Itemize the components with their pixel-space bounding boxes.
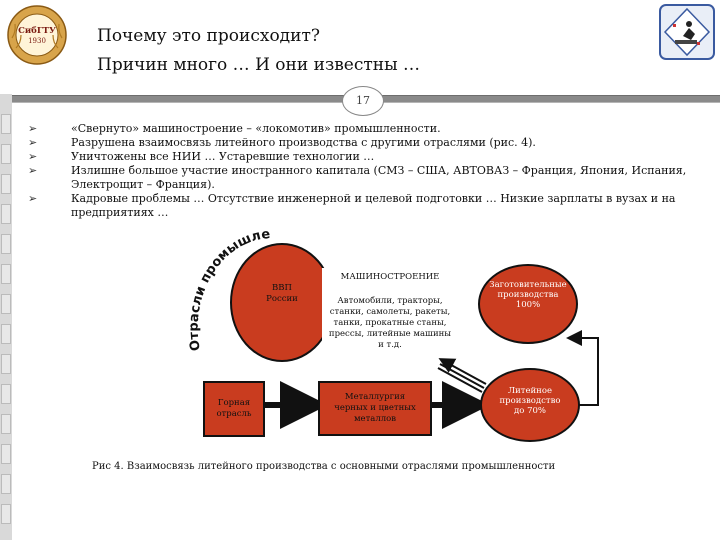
- blank-production-label: производства: [497, 290, 559, 300]
- gdp-label: ВВП: [272, 283, 292, 293]
- machine-list-line: станки, самолеты, ракеты,: [329, 307, 451, 317]
- metallurgy-label: металлов: [353, 414, 397, 424]
- foundry-label: производство: [499, 396, 561, 406]
- bullet-item: ➢ Излишне большое участие иностранного к…: [18, 164, 708, 192]
- bullet-list: ➢ «Свернуто» машиностроение – «локомотив…: [18, 122, 708, 220]
- machine-building-title: МАШИНОСТРОЕНИЕ: [340, 272, 440, 282]
- slide-number: 17: [342, 86, 384, 116]
- foundry-production-node: Литейное производство до 70%: [480, 368, 580, 442]
- gdp-russia-node: ВВП России: [230, 243, 334, 362]
- mining-industry-node: Горная отрасль: [203, 381, 265, 437]
- bullet-text: Разрушена взаимосвязь литейного производ…: [71, 136, 536, 149]
- strip-cell: [1, 174, 11, 194]
- bullet-item: ➢ Кадровые проблемы … Отсутствие инженер…: [18, 192, 708, 220]
- strip-cell: [1, 264, 11, 284]
- strip-cell: [1, 204, 11, 224]
- left-decorative-strip: [0, 94, 12, 540]
- arrow-foundry-to-machine: [437, 367, 483, 393]
- slide-title-line1: Почему это происходит?: [97, 26, 320, 46]
- strip-cell: [1, 144, 11, 164]
- machine-building-node: МАШИНОСТРОЕНИЕ Автомобили, тракторы, ста…: [322, 268, 458, 358]
- metallurgy-label: черных и цветных: [334, 403, 416, 413]
- bullet-item: ➢ Разрушена взаимосвязь литейного произв…: [18, 136, 708, 150]
- strip-cell: [1, 444, 11, 464]
- strip-cell: [1, 384, 11, 404]
- machine-list-line: Автомобили, тракторы,: [337, 296, 443, 306]
- department-logo: [659, 4, 715, 60]
- bullet-text: Кадровые проблемы … Отсутствие инженерно…: [71, 192, 676, 219]
- logo-top-text: СибГТУ: [18, 25, 56, 36]
- strip-cell: [1, 324, 11, 344]
- arrow-bullet-icon: ➢: [28, 150, 38, 163]
- arrow-bullet-icon: ➢: [28, 192, 38, 205]
- strip-cell: [1, 294, 11, 314]
- slide-title-line2: Причин много … И они известны …: [97, 55, 421, 75]
- gdp-sublabel: России: [266, 294, 298, 304]
- arrow-bullet-icon: ➢: [28, 164, 38, 177]
- foundry-label: Литейное: [508, 386, 552, 396]
- mining-label: Горная: [217, 398, 251, 408]
- bullet-item: ➢ «Свернуто» машиностроение – «локомотив…: [18, 122, 708, 136]
- machine-building-list: Автомобили, тракторы, станки, самолеты, …: [322, 296, 458, 351]
- metallurgy-label: Металлургия: [344, 392, 406, 402]
- machine-list-line: танки, прокатные станы,: [333, 318, 447, 328]
- logo-bottom-text: 1930: [28, 37, 46, 45]
- mining-label: отрасль: [216, 409, 252, 419]
- strip-cell: [1, 504, 11, 524]
- strip-cell: [1, 354, 11, 374]
- strip-cell: [1, 474, 11, 494]
- university-logo: СибГТУ 1930: [7, 5, 67, 65]
- metallurgy-node: Металлургия черных и цветных металлов: [318, 381, 432, 436]
- strip-cell: [1, 414, 11, 434]
- bullet-text: Уничтожены все НИИ … Устаревшие технолог…: [71, 150, 375, 163]
- bullet-text: «Свернуто» машиностроение – «локомотив» …: [71, 122, 441, 135]
- machine-list-line: прессы, литейные машины: [328, 329, 452, 339]
- foundry-percent: до 70%: [514, 406, 546, 416]
- blank-production-percent: 100%: [515, 300, 541, 310]
- machine-list-line: и т.д.: [378, 340, 402, 350]
- bullet-item: ➢ Уничтожены все НИИ … Устаревшие технол…: [18, 150, 708, 164]
- arrow-bullet-icon: ➢: [28, 136, 38, 149]
- bullet-text: Излишне большое участие иностранного кап…: [71, 164, 687, 191]
- strip-cell: [1, 234, 11, 254]
- arrow-bullet-icon: ➢: [28, 122, 38, 135]
- figure-caption: Рис 4. Взаимосвязь литейного производств…: [92, 461, 556, 472]
- blank-production-node: Заготовительные производства 100%: [478, 264, 578, 344]
- blank-production-label: Заготовительные: [489, 280, 567, 290]
- strip-cell: [1, 114, 11, 134]
